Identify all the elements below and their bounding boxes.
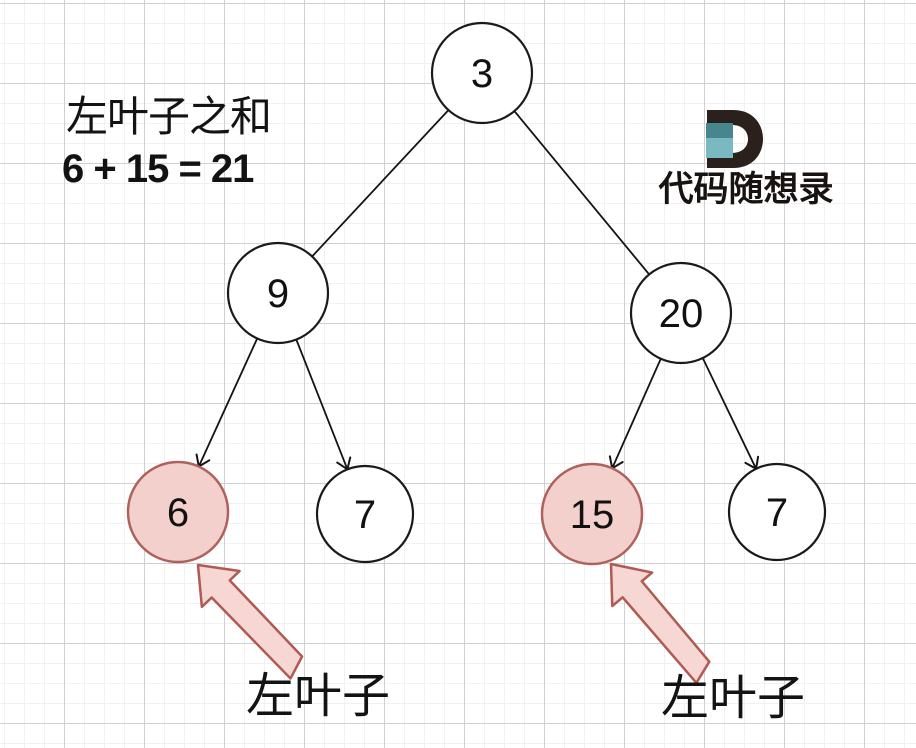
node-15-label: 15 bbox=[570, 493, 615, 537]
edge-9-6 bbox=[195, 338, 259, 469]
node-15-circle bbox=[540, 462, 644, 566]
left-leaf-annotation: 左叶子 bbox=[246, 670, 390, 723]
right-leaf-arrow bbox=[609, 562, 711, 685]
node-3-label: 3 bbox=[471, 52, 493, 96]
brand-logo-teal-top bbox=[706, 123, 733, 138]
node-6-label: 6 bbox=[167, 491, 189, 535]
edge-3-20 bbox=[514, 111, 650, 275]
tree-node-7-left: 7 bbox=[315, 464, 415, 564]
node-3-circle bbox=[430, 21, 534, 125]
node-20-circle bbox=[629, 261, 733, 365]
tree-node-6-highlighted: 6 bbox=[126, 460, 230, 564]
tree-node-7-right: 7 bbox=[727, 462, 827, 562]
edge-9-7 bbox=[295, 339, 352, 471]
node-20-label: 20 bbox=[659, 292, 704, 336]
tree-node-3: 3 bbox=[430, 21, 534, 125]
tree-nodes: 3 9 20 6 7 15 bbox=[126, 21, 827, 566]
node-6-circle bbox=[126, 460, 230, 564]
node-7-left-circle bbox=[315, 464, 415, 564]
callout-arrows bbox=[196, 562, 711, 685]
node-9-circle bbox=[226, 241, 330, 345]
node-7-left-label: 7 bbox=[354, 493, 376, 537]
tree-node-15-highlighted: 15 bbox=[540, 462, 644, 566]
heading-formula: 6 + 15 = 21 bbox=[62, 147, 254, 191]
node-9-label: 9 bbox=[267, 272, 289, 316]
node-7-right-circle bbox=[727, 462, 827, 562]
tree-node-20: 20 bbox=[629, 261, 733, 365]
tree-edges bbox=[195, 108, 760, 471]
node-7-right-label: 7 bbox=[766, 491, 788, 535]
edge-20-7 bbox=[701, 357, 760, 471]
brand-logo-teal-bottom bbox=[706, 138, 733, 158]
right-leaf-annotation: 左叶子 bbox=[661, 672, 805, 725]
edge-3-9 bbox=[310, 108, 450, 258]
brand-logo: 代码随想录 bbox=[657, 110, 834, 209]
heading-title: 左叶子之和 bbox=[66, 95, 271, 141]
brand-name: 代码随想录 bbox=[657, 170, 833, 209]
left-leaf-arrow bbox=[196, 563, 304, 680]
tree-node-9: 9 bbox=[226, 241, 330, 345]
edge-20-15 bbox=[608, 358, 662, 470]
